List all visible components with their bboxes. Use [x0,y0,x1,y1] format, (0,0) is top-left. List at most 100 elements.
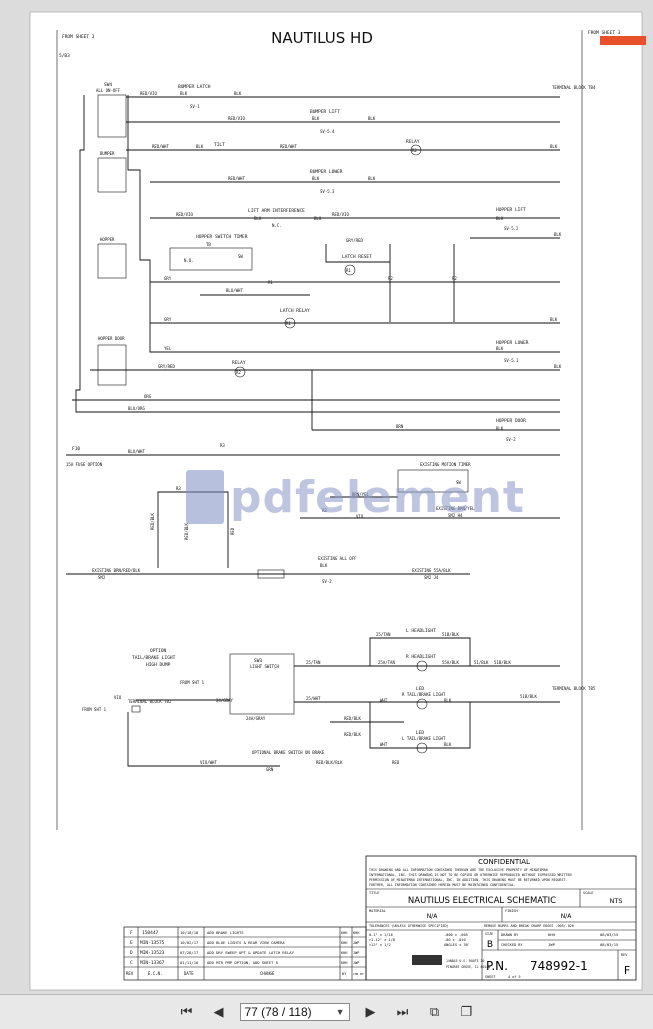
wire-blk-2b: BLK [368,116,376,121]
scale-label: SCALE [583,891,594,895]
wire-gry-red: GRY/RED [346,238,363,243]
hopper-lift-label: HOPPER LIFT [496,207,526,213]
sm2-left: SM2 [98,575,106,580]
rev-f-by: KHH [341,931,347,935]
rev-e: E [130,940,133,946]
rev-f-chk: KHH [353,931,359,935]
from-sheet-right: FROM SHEET 3 [588,30,621,36]
wire-25-tan: 25/TAN [306,660,321,665]
wire-blk-9: BLK [320,563,328,568]
schematic-sheet: FROM SHEET 3 5/B3 NAUTILUS HD FROM SHEET… [29,11,643,991]
bumper-lower-label: BUMPER LOWER [310,169,343,175]
wire-blk-11: BLK [444,742,452,747]
wire-vio: VIO [356,514,364,519]
fuse-f10: F10 [72,446,80,452]
rev-header-ecn: E.C.N. [148,971,162,976]
last-page-button[interactable]: ⏭ [396,1004,409,1019]
wire-red-blk-1: RED/BLK [344,716,361,721]
latch-relay: LATCH RELAY [280,308,310,314]
wire-blu-wht-2: BLU/WHT [128,449,145,454]
r-headlight: R HEADLIGHT [406,654,436,660]
page-toolbar: ⏮ ◀ 77 (78 / 118) ▼ ▶ ⏭ ⧉ ❐ [0,994,653,1029]
rev-c-change: ADD MTR PMP OPTION, ADD SHEET 5 [207,960,278,965]
latch-reset-r1: R1 [346,268,351,273]
wire-25-tan-2: 25/TAN [376,632,391,637]
page-number-text: 77 (78 / 118) [244,1005,312,1019]
drawing-title: NAUTILUS ELECTRICAL SCHEMATIC [408,896,556,906]
wire-blk-4: BLK [312,176,320,181]
l-headlight: L HEADLIGHT [406,628,436,634]
optional-brake-switch: OPTIONAL BRAKE SWITCH ON BRAKE [252,750,325,755]
hopper-switch-timer: HOPPER SWITCH TIMER [196,234,248,240]
tail-brake-light-label: TAIL/BRAKE LIGHT [132,655,176,661]
wire-red-2: RED [392,760,400,765]
timer-no: N.O. [184,258,194,263]
sw3-label: SW3 [254,658,262,664]
hopper-lower-label: HOPPER LOWER [496,340,529,346]
wire-51-blk: 51/BLK [474,660,489,665]
existing-all-off: EXISTING ALL OFF [318,556,357,561]
rev-c-date: 01/11/16 [180,960,199,965]
latch-relay-r1: R1 [286,321,291,326]
tolerances-label: TOLERANCES (UNLESS OTHERWISE SPECIFIED) [369,924,449,928]
r3-contact-3: R3 [176,486,181,491]
size-label: SIZE [485,932,493,936]
wire-red-blk-v1: RED/BLK [150,513,155,530]
title-block: CONFIDENTIAL THIS DRAWING AND ALL INFORM… [365,855,637,981]
existing-brn-red-blk: EXISTING BRN/RED/BLK [92,568,141,573]
page-selector[interactable]: 77 (78 / 118) ▼ [239,1003,350,1021]
wire-gry-1: GRY [164,276,172,281]
wire-red-blk-blk: RED/BLK/BLK [316,760,343,765]
title-label: TITLE [369,891,380,895]
pn-value: 748992-1 [530,959,588,973]
wire-brn-yel: BRN/YEL [352,492,369,497]
r2-contact-a: R2 [388,276,393,281]
wire-blk-1b: BLK [234,91,242,96]
confidential-line-3: PERMISSION OF MINUTEMAN INTERNATIONAL, I… [369,878,568,882]
continuous-view-icon[interactable]: ❐ [460,1004,473,1019]
confidential-heading: CONFIDENTIAL [478,858,530,866]
finish-label: FINISH [505,909,518,913]
tilt-label: TILT [214,142,225,148]
rev-f-date: 10/18/18 [180,930,199,935]
diagram-title: NAUTILUS HD [271,29,373,47]
pn-label: P.N. [486,959,508,973]
wire-red-vio-5: RED/VIO [176,212,193,217]
wire-25-wht: 25/WHT [306,696,321,701]
confidential-line-2: INTERNATIONAL, INC. THIS DRAWING IS NOT … [369,873,571,877]
rev-e-ecn: MIN-13575 [140,940,165,946]
remove-burrs: REMOVE BURRS AND BREAK SHARP EDGES .005/… [484,924,574,928]
company-addr-1: 14N845 U.S. ROUTE 20 [446,959,484,963]
tol-dec-2: .00 ± .010 [444,938,466,942]
drawn-date: 08/03/15 [600,932,618,937]
wire-gry-red-2: GRY/RED [158,364,175,369]
prev-page-button[interactable]: ◀ [213,1004,224,1019]
drawn-by-label: DRAWN BY [501,933,519,937]
sv52-label: SV-5.2 [504,226,519,231]
rev-label-tb: REV [621,953,628,957]
wire-wht-1: WHT [380,698,388,703]
sm2-j4: SM2 J4 [424,575,439,580]
existing-motion-timer: EXISTING MOTION TIMER [420,462,471,467]
fit-page-icon[interactable]: ⧉ [429,1004,440,1019]
bumper-latch-label: BUMPER LATCH [178,84,211,90]
sv53-label: SV-5.3 [320,189,335,194]
wire-51b-blk-3: 51B/BLK [520,694,537,699]
wire-red-v: RED [230,527,235,535]
timer-sw: SW [238,254,243,259]
rev-d: D [130,950,133,956]
first-page-button[interactable]: ⏮ [180,1004,193,1019]
wire-yel: YEL [164,346,172,351]
existing-brn-yel: EXISTING BRN/YEL [436,506,475,511]
sheet-badge [600,36,646,45]
wire-blk-5c: BLK [496,216,504,221]
sv2-label: SV-2 [506,437,516,442]
rev-header-chk: CHK BY [353,972,364,976]
nc-label: N.C. [272,223,282,228]
confidential-line-4: FURTHER, ALL INFORMATION CONTAINED HEREI… [369,883,516,887]
sw4-label: SW4 [104,82,112,88]
wire-24a-gray: 24A/GRAY [246,716,266,721]
wire-red-wht-4: RED/WHT [228,176,245,181]
next-page-button[interactable]: ▶ [365,1004,376,1019]
wire-blu-org: BLU/ORG [128,406,145,411]
